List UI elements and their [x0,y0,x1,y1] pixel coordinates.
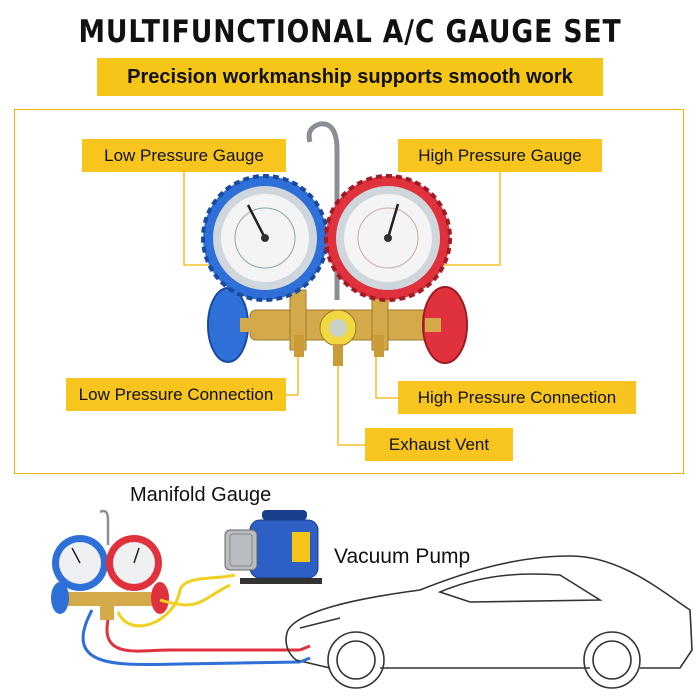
page-title: MULTIFUNCTIONAL A/C GAUGE SET [78,14,622,50]
vacuum-pump-icon [224,510,322,584]
low-pressure-gauge-icon [201,174,329,302]
high-hose [105,619,300,653]
low-knob-icon [207,287,256,363]
hanger-hook-icon [306,121,340,300]
low-pressure-connection-label: Low Pressure Connection [66,378,286,411]
low-pressure-gauge-label: Low Pressure Gauge [82,139,286,172]
low-hose [81,609,301,667]
exhaust-vent-label: Exhaust Vent [365,428,513,461]
yellow-hose [116,573,236,628]
high-knob-icon [422,286,468,364]
high-pressure-gauge-label: High Pressure Gauge [398,139,602,172]
vacuum-pump-label: Vacuum Pump [334,545,471,568]
subtitle-banner: Precision workmanship supports smooth wo… [97,58,603,96]
high-pressure-gauge-icon [324,174,452,302]
manifold-gauge-label: Manifold Gauge [130,484,272,506]
product-frame [14,109,684,474]
car-outline-icon [285,555,693,689]
small-manifold-icon [51,509,169,620]
high-pressure-connection-label: High Pressure Connection [398,381,636,414]
